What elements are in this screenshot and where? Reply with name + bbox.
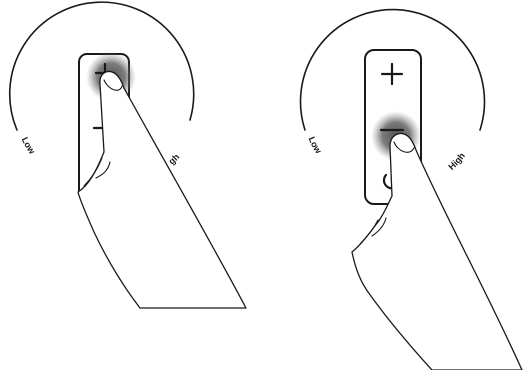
left-high-label: gh — [167, 152, 182, 167]
left-illustration: Low gh — [10, 2, 246, 308]
right-high-label: High — [446, 151, 467, 172]
right-illustration: Low High — [301, 10, 523, 370]
left-hand — [78, 72, 246, 309]
left-low-label: Low — [20, 135, 38, 156]
right-low-label: Low — [306, 135, 324, 156]
